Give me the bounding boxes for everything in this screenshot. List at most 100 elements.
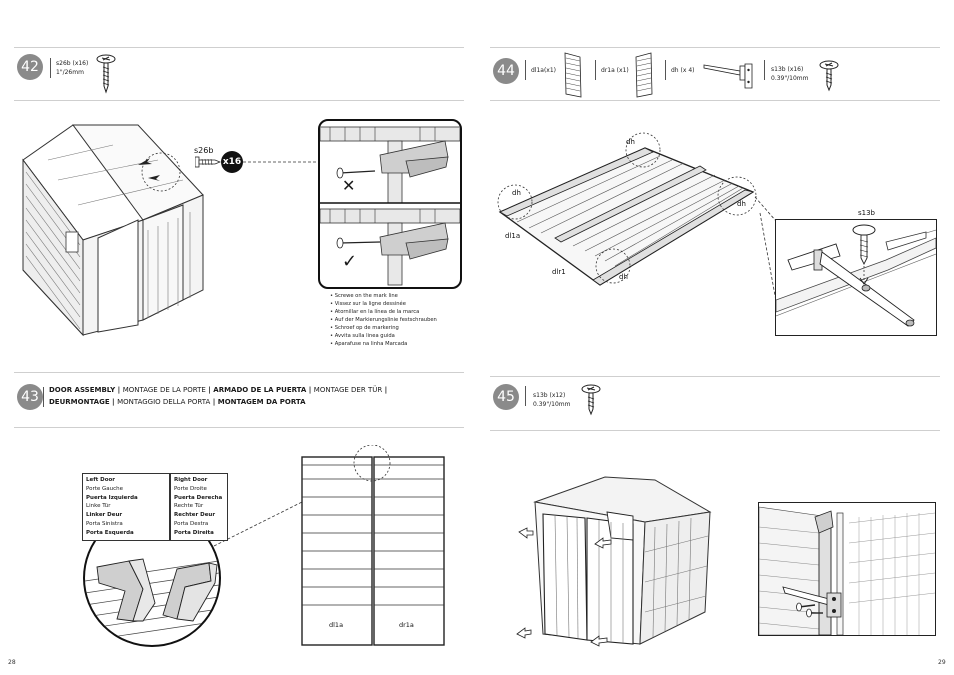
title-part: | [109,398,118,406]
step-43-number: 43 [17,384,43,410]
label-dh-right: dh [737,200,746,208]
instruction-nl: Schroef op de markering [330,324,437,332]
rule-step43-top [14,372,464,373]
label-dl1a: dl1a [505,232,521,240]
step-45-divider [525,386,526,406]
right-mark-icon: ✓ [342,251,358,272]
instruction-de: Auf der Markierungslinie festschrauben [330,316,437,324]
door-label-line: Left Door [86,477,116,483]
magnifier-leader-line [213,473,359,547]
door-label-line: Puerta Derecha [174,494,223,501]
screw-s13b-icon [819,60,839,92]
screw-s13b-step45-icon [581,384,601,416]
title-part: ARMADO DE LA PUERTA [213,386,307,394]
page-number-left: 28 [8,659,16,666]
panel-right-label: dr1a [399,621,414,629]
rule-step45-bottom [490,430,940,431]
rule-step43-bottom [14,427,464,428]
step-42-number: 42 [17,54,43,80]
step-43-title: DOOR ASSEMBLY | MONTAGE DE LA PORTE | AR… [49,384,439,408]
door-label-line: Rechte Tür [174,503,204,510]
step-42-divider [50,58,51,78]
step-45-part-code: s13b (x12) [533,392,566,399]
label-dh-bottom: dh [619,273,628,281]
title-part: MONTAGGIO DELLA PORTA [117,398,211,406]
door-label-line: Porte Droite [174,485,207,492]
step-45-part-size: 0.39"/10mm [533,401,571,408]
door-label-line: Porta Destra [174,520,209,527]
label-s13b: s13b [858,209,875,217]
title-part: | [205,386,214,394]
door-label-line: Rechter Deur [174,512,216,519]
door-label-line: Linke Tür [86,503,111,510]
detail-leader-lines [754,196,777,302]
title-part: DEURMONTAGE [49,398,110,406]
step-43-divider [43,387,44,407]
step-44-part-s13b: s13b (x16) [771,66,804,73]
screw-icon [96,54,116,94]
detail-illustration [320,126,460,286]
instruction-it: Avvita sulla linea guida [330,332,437,340]
instruction-fr: Vissez sur la ligne dessinée [330,300,437,308]
hinge-detail-illustration [776,224,936,327]
step-45-detail-box [758,502,936,636]
label-dlr1: dlr1 [552,268,566,276]
step-42-quantity-badge: x16 [221,151,243,173]
door-label-line: Puerta Izquierda [86,494,138,501]
magnifier-illustration [85,558,219,642]
wrong-mark-icon: ✕ [342,176,356,195]
rule-step44-bottom [490,100,940,101]
step-42-quantity-text: x16 [222,157,242,167]
rule-top-left [14,47,464,48]
page-number-right: 29 [938,659,946,666]
title-part: | [382,386,388,394]
door-label-line: Porta Direita [174,529,214,536]
title-part: DOOR ASSEMBLY [49,386,116,394]
door-label-line: Porta Sinistra [86,520,123,527]
step-44-part-dl1a: dl1a(x1) [531,67,557,74]
doors-flat-illustration [497,132,757,286]
title-part: MONTAGE DER TÜR [313,386,383,394]
door-label-line: Porta Esquerda [86,529,134,536]
door-panel-dr1a-icon [635,52,653,98]
step-44-part-s13b-size: 0.39"/10mm [771,75,809,82]
door-panel-dl1a-icon [564,52,582,98]
instruction-pt: Aparafuse na linha Marcada [330,340,437,348]
step-42-part-size: 1"/26mm [56,69,84,76]
title-part: MONTAGEM DA PORTA [217,398,306,406]
title-part: | [306,386,314,394]
title-part: MONTAGE DE LA PORTE [122,386,206,394]
instruction-en: Screwe on the mark line [330,292,437,300]
title-part: | [115,386,123,394]
step-44-divider-4 [764,60,765,80]
step-44-divider-3 [665,60,666,80]
door-label-line: Porte Gauche [86,485,124,492]
door-hinge-detail-illustration [759,506,935,635]
door-label-line: Linker Deur [86,512,123,519]
shed-front-illustration [516,476,712,647]
rule-step42-bottom [14,100,464,101]
rule-step45-top [490,376,940,377]
step-45-number: 45 [493,384,519,410]
step-44-divider [525,60,526,80]
shed-roof-illustration [22,124,204,337]
door-label-line: Right Door [174,477,208,483]
rule-top-right [490,47,940,48]
hinge-icon [703,63,753,89]
step-44-number: 44 [493,58,519,84]
step-44-divider-2 [595,60,596,80]
step-44-part-dr1a: dr1a (x1) [601,67,629,74]
callout-leader-line [243,161,321,163]
step-44-part-dh: dh (x 4) [671,67,695,74]
step-42-detail-panel [318,119,462,289]
panel-left-label: dl1a [329,621,344,629]
screw-side-icon [195,156,221,168]
step-42-part-code: s26b (x16) [56,60,89,67]
title-part: | [210,398,218,406]
step-44-detail-box [775,219,937,336]
label-dh-left: dh [512,189,521,197]
door-panels-illustration [301,445,445,646]
step-42-instructions: Screwe on the mark line Vissez sur la li… [330,292,437,348]
